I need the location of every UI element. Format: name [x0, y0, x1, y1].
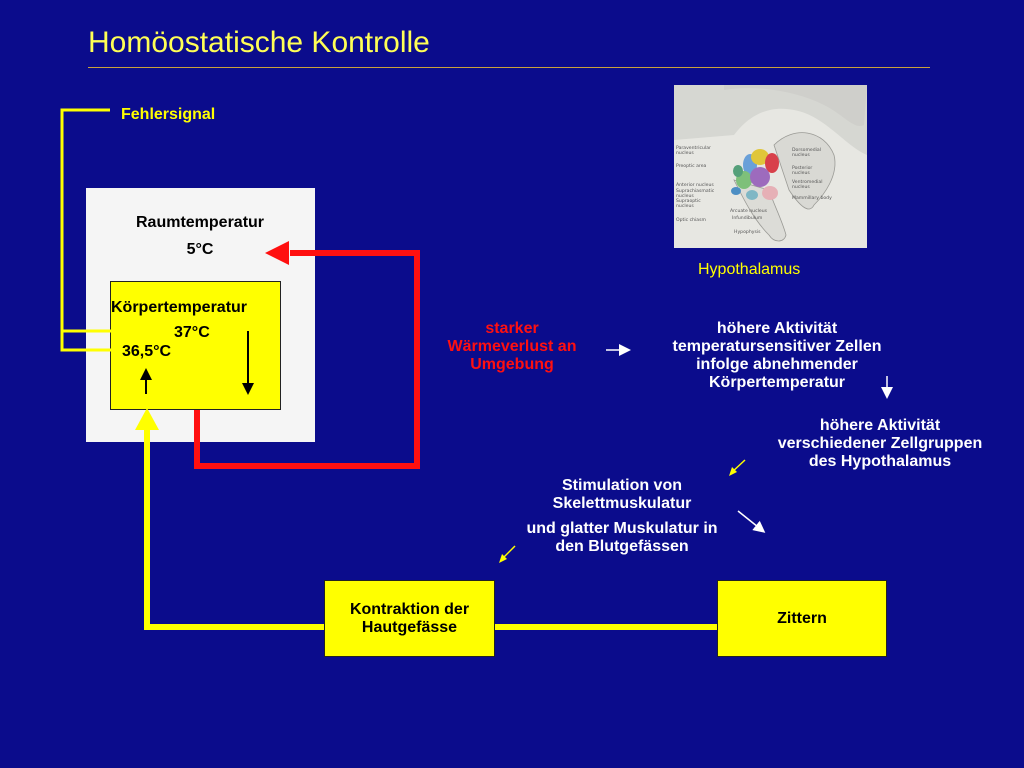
sensor-activity-line-3: infolge abnehmender — [696, 356, 858, 373]
ventromedial-nucleus-shape — [750, 167, 770, 187]
svg-text:Ventromedial: Ventromedial — [792, 179, 823, 185]
hypothalamus-activity-line-1: höhere Aktivität — [819, 417, 941, 434]
slide-title: Homöostatische Kontrolle — [88, 26, 430, 59]
svg-text:Hypophysis: Hypophysis — [734, 229, 761, 235]
svg-text:nucleus: nucleus — [676, 193, 694, 199]
svg-text:Supraoptic: Supraoptic — [676, 198, 701, 204]
stimulation-line-1: Stimulation von — [562, 477, 682, 494]
svg-text:Paraventricular: Paraventricular — [676, 145, 711, 151]
svg-text:nucleus: nucleus — [676, 203, 694, 209]
svg-text:Dorsomedial: Dorsomedial — [792, 147, 821, 153]
kontraktion-line-1: Kontraktion der — [349, 600, 470, 618]
feedback-arrowhead — [135, 408, 159, 430]
hypothalamus-activity-line-3: des Hypothalamus — [808, 453, 952, 470]
body-temperature-label: Körpertemperatur — [111, 299, 248, 316]
sensor-activity-line-1: höhere Aktivität — [716, 320, 838, 337]
preoptic-area-shape — [733, 165, 743, 177]
heat-loss-line-1: starker — [485, 320, 539, 337]
feedback-loop — [144, 430, 324, 630]
svg-text:Optic chiasm: Optic chiasm — [676, 217, 707, 223]
mammillary-body-shape — [762, 186, 778, 200]
svg-text:nucleus: nucleus — [792, 152, 810, 158]
body-temperature-value: 37°C — [174, 324, 210, 341]
svg-text:nucleus: nucleus — [792, 184, 810, 190]
stimulation-text-2: und glatter Muskulatur in den Blutgefäss… — [490, 520, 754, 556]
zittern-text: Zittern — [777, 609, 827, 627]
sensor-activity-line-4: Körpertemperatur — [708, 374, 846, 391]
supraoptic-nucleus-shape — [731, 187, 741, 195]
hypothalamus-activity-line-2: verschiedener Zellgruppen — [777, 435, 983, 452]
svg-text:nucleus: nucleus — [792, 170, 810, 176]
dorsomedial-nucleus-shape — [751, 149, 769, 165]
error-signal-label: Fehlersignal — [121, 106, 216, 123]
zittern-box: Zittern — [717, 580, 887, 657]
hypothalamus-caption: Hypothalamus — [698, 261, 801, 278]
kontraktion-line-2: Hautgefässe — [361, 618, 458, 636]
svg-text:Preoptic area: Preoptic area — [676, 163, 707, 169]
hypothalamus-activity-text: höhere Aktivität verschiedener Zellgrupp… — [748, 417, 1012, 471]
svg-text:nucleus: nucleus — [676, 150, 694, 156]
stimulation-line-4: den Blutgefässen — [555, 538, 689, 555]
stimulation-to-kontraktion-head — [499, 554, 507, 563]
svg-text:Posterior: Posterior — [792, 165, 812, 171]
stimulation-text-1: Stimulation von Skelettmuskulatur — [500, 477, 744, 513]
svg-text:Arcuate nucleus: Arcuate nucleus — [730, 208, 768, 214]
posterior-nucleus-shape — [765, 153, 779, 173]
heat-loss-arrowhead — [265, 241, 289, 265]
error-signal-line — [60, 108, 112, 352]
sensor-activity-text: höhere Aktivität temperatursensitiver Ze… — [632, 320, 922, 392]
heat-loss-line-3: Umgebung — [470, 356, 554, 373]
svg-text:Mammillary body: Mammillary body — [792, 195, 832, 201]
room-temperature-label: Raumtemperatur — [135, 214, 265, 231]
heat-loss-loop — [194, 250, 420, 469]
room-temperature-value: 5°C — [186, 241, 214, 258]
arcuate-nucleus-shape — [746, 190, 758, 200]
hypothalamus-figure: Paraventricular nucleus Preoptic area An… — [674, 85, 867, 248]
kontraktion-text: Kontraktion der Hautgefässe — [350, 601, 469, 637]
heat-loss-line-2: Wärmeverlust an — [447, 338, 577, 355]
sensor-activity-line-2: temperatursensitiver Zellen — [672, 338, 882, 355]
hypothalamus-to-stimulation-head — [729, 467, 737, 476]
stimulation-to-zittern-arrow — [737, 510, 766, 533]
setpoint-value: 36,5°C — [122, 343, 172, 360]
heat-loss-text: starker Wärmeverlust an Umgebung — [422, 320, 602, 374]
stimulation-line-3: und glatter Muskulatur in — [526, 520, 718, 537]
svg-text:Anterior nucleus: Anterior nucleus — [676, 182, 714, 188]
kontraktion-box: Kontraktion der Hautgefässe — [324, 580, 495, 657]
title-underline — [88, 67, 930, 68]
svg-text:Suprachiasmatic: Suprachiasmatic — [676, 188, 715, 194]
stimulation-line-2: Skelettmuskulatur — [552, 495, 692, 512]
svg-text:Infundibulum: Infundibulum — [732, 215, 763, 221]
